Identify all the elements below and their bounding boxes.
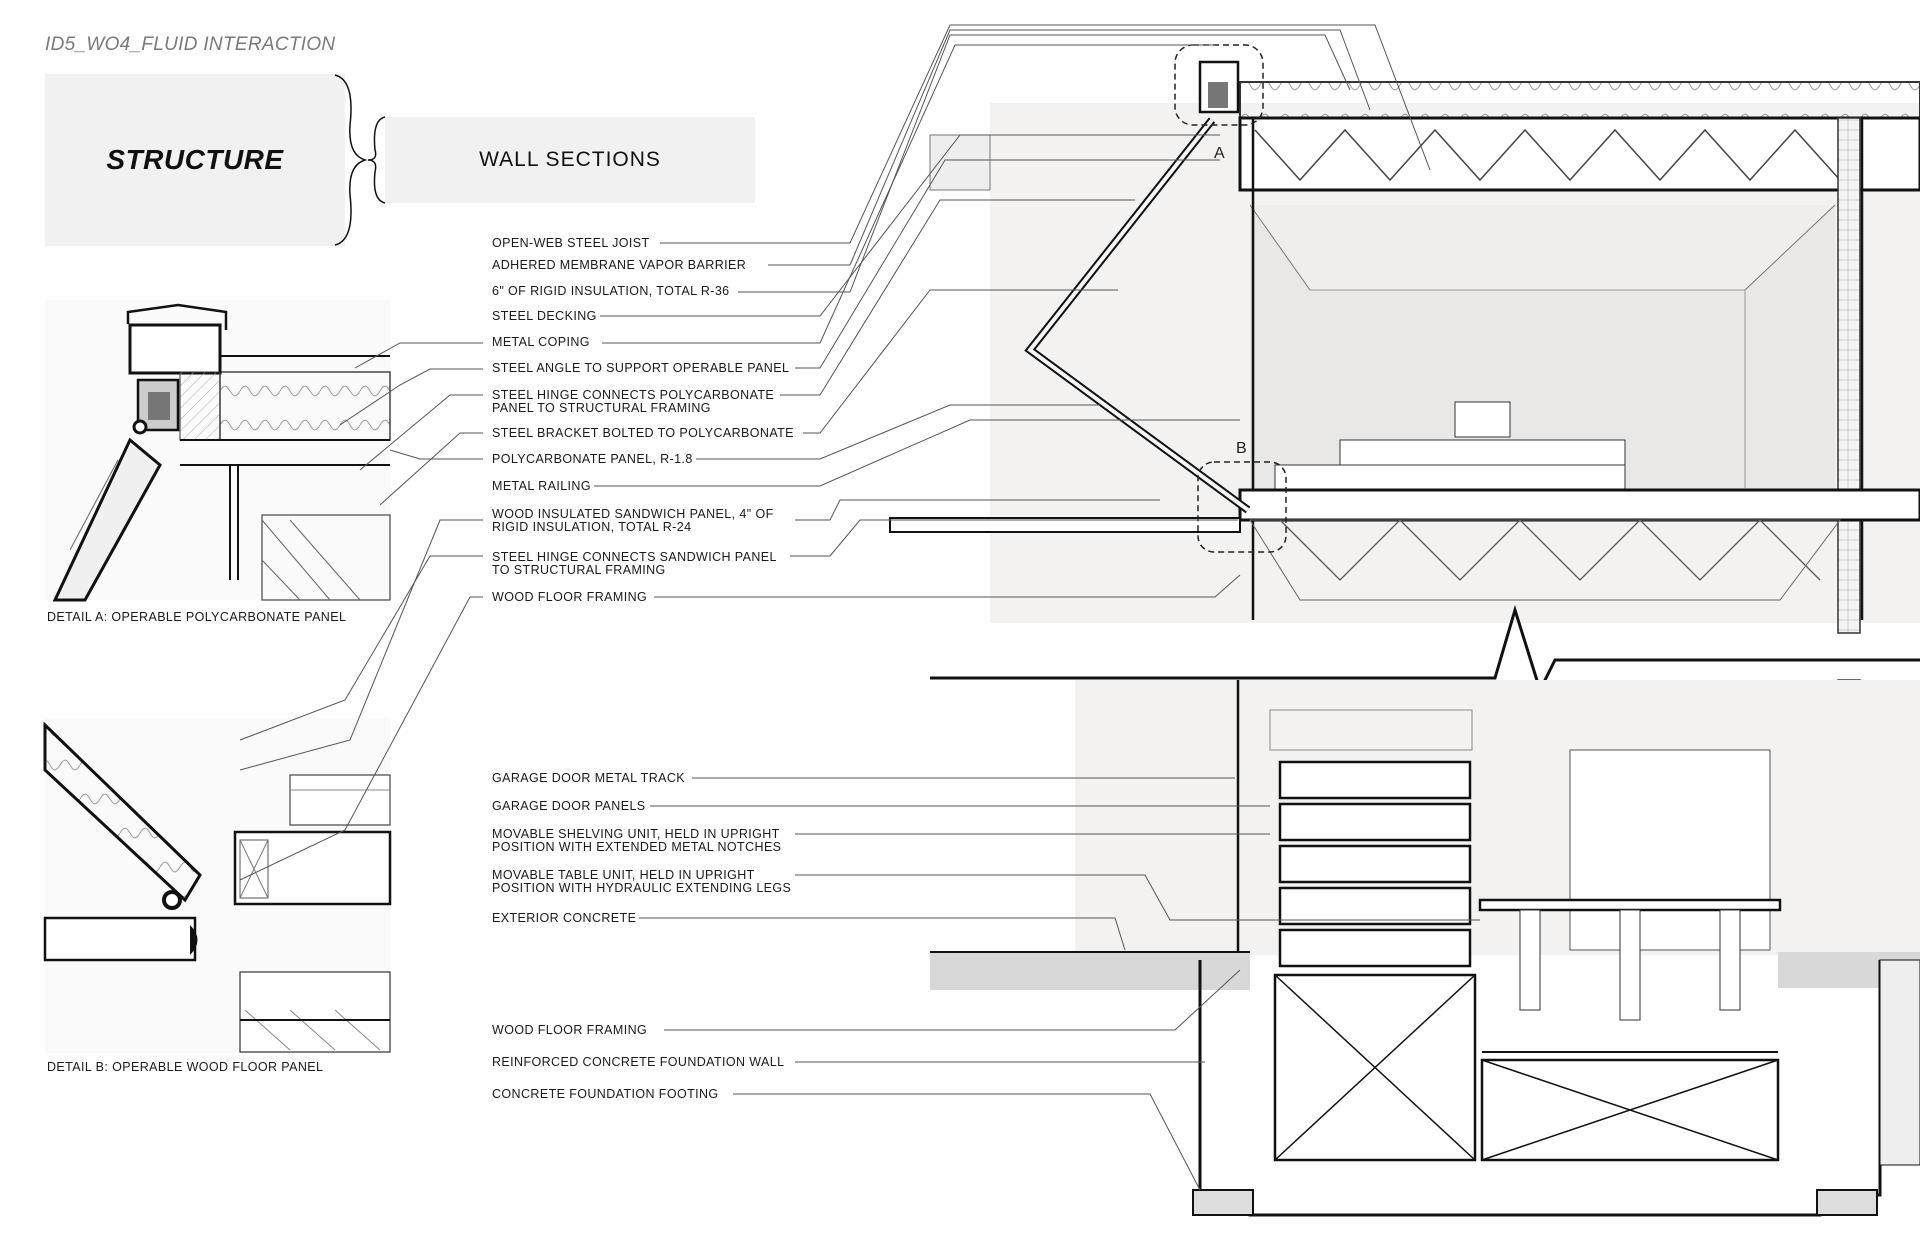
detail-b-drawing	[43, 718, 392, 1053]
label-metal-railing: METAL RAILING	[492, 480, 594, 493]
label-polycarbonate-panel: POLYCARBONATE PANEL, R-1.8	[492, 453, 696, 466]
subtitle-box: WALL SECTIONS	[385, 117, 755, 203]
label-garage-door-track: GARAGE DOOR METAL TRACK	[492, 772, 689, 785]
label-exterior-concrete: EXTERIOR CONCRETE	[492, 912, 640, 925]
page-subtitle: WALL SECTIONS	[479, 148, 661, 171]
label-wood-floor-framing-upper: WOOD FLOOR FRAMING	[492, 591, 651, 604]
label-steel-angle: STEEL ANGLE TO SUPPORT OPERABLE PANEL	[492, 362, 793, 375]
label-movable-table: MOVABLE TABLE UNIT, HELD IN UPRIGHT POSI…	[492, 869, 795, 895]
label-wood-floor-framing-lower: WOOD FLOOR FRAMING	[492, 1024, 651, 1037]
label-steel-hinge-polycarbonate: STEEL HINGE CONNECTS POLYCARBONATE PANEL…	[492, 389, 778, 415]
label-metal-coping: METAL COPING	[492, 336, 593, 349]
marker-b: B	[1236, 440, 1247, 457]
label-rigid-insulation: 6" OF RIGID INSULATION, TOTAL R-36	[492, 285, 733, 298]
label-foundation-footing: CONCRETE FOUNDATION FOOTING	[492, 1088, 722, 1101]
leader-lines	[239, 24, 1480, 1191]
label-steel-bracket: STEEL BRACKET BOLTED TO POLYCARBONATE	[492, 427, 797, 440]
label-sandwich-panel: WOOD INSULATED SANDWICH PANEL, 4" OF RIG…	[492, 508, 777, 534]
label-open-web-steel-joist: OPEN-WEB STEEL JOIST	[492, 237, 653, 250]
main-section-lower	[930, 680, 1920, 1217]
detail-a-drawing	[45, 300, 391, 602]
label-steel-hinge-sandwich: STEEL HINGE CONNECTS SANDWICH PANEL TO S…	[492, 551, 780, 577]
label-garage-door-panels: GARAGE DOOR PANELS	[492, 800, 649, 813]
marker-a: A	[1214, 145, 1225, 162]
label-foundation-wall: REINFORCED CONCRETE FOUNDATION WALL	[492, 1056, 788, 1069]
label-vapor-barrier: ADHERED MEMBRANE VAPOR BARRIER	[492, 259, 750, 272]
label-movable-shelving: MOVABLE SHELVING UNIT, HELD IN UPRIGHT P…	[492, 828, 785, 854]
detail-a-caption: DETAIL A: OPERABLE POLYCARBONATE PANEL	[47, 610, 347, 624]
page-title: STRUCTURE	[106, 144, 284, 175]
main-section-upper	[889, 44, 1920, 961]
label-steel-decking: STEEL DECKING	[492, 310, 600, 323]
project-tag: ID5_WO4_FLUID INTERACTION	[45, 34, 336, 55]
detail-b-caption: DETAIL B: OPERABLE WOOD FLOOR PANEL	[47, 1060, 324, 1074]
title-box: STRUCTURE	[45, 74, 345, 246]
